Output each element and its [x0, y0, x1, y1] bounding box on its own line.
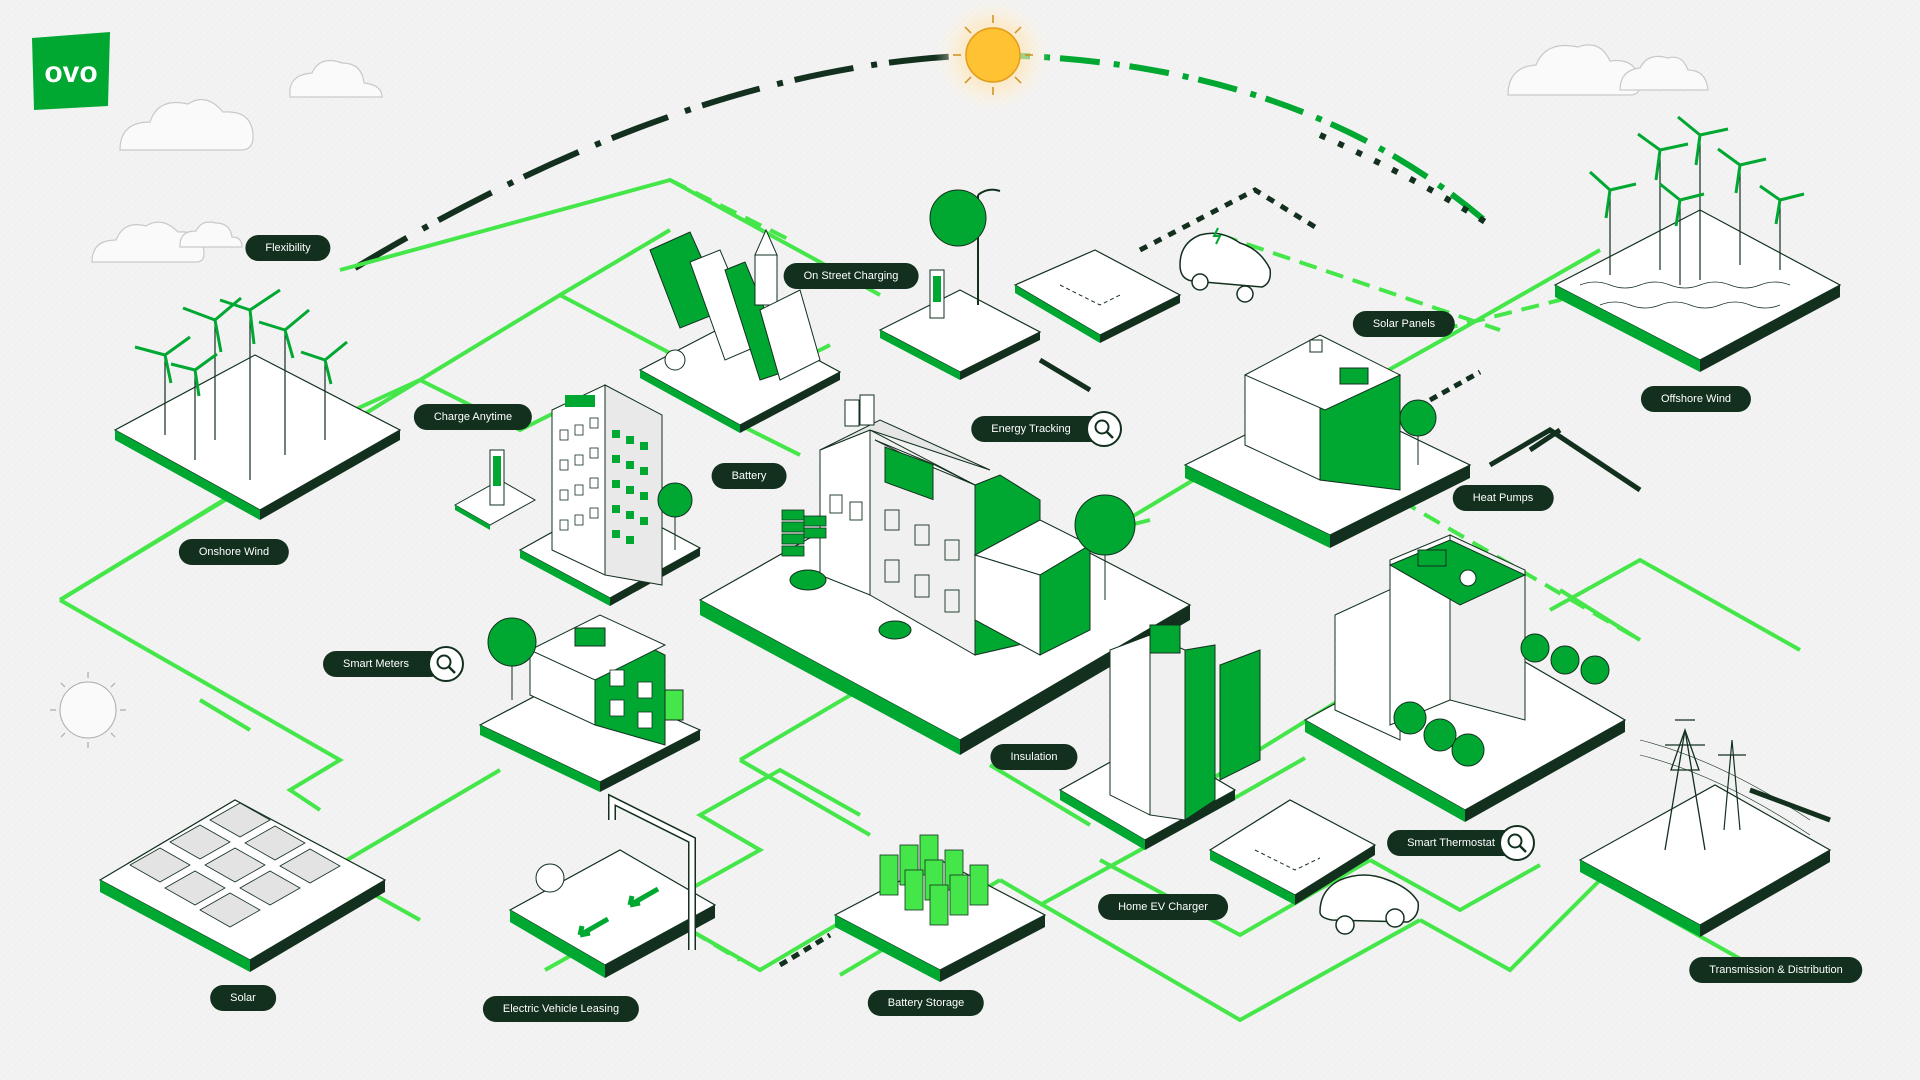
cloud-icon	[1507, 44, 1709, 96]
sun-arc	[353, 52, 1492, 271]
wind-turbine-icon	[1588, 115, 1805, 285]
label-electric-vehicle-leasing[interactable]: Electric Vehicle Leasing	[482, 996, 640, 1022]
tree-icon	[929, 189, 987, 247]
tree-icon	[1074, 494, 1136, 600]
cloud-icon	[119, 98, 254, 151]
label-onshore-wind[interactable]: Onshore Wind	[178, 539, 290, 565]
sun-icon	[935, 0, 1051, 113]
small-sun-icon	[50, 672, 126, 748]
home-ev-parking-tile	[1208, 799, 1377, 905]
svg-text:ovo: ovo	[44, 56, 97, 89]
cloud-icon	[91, 221, 243, 263]
battery-apartment-tile	[518, 384, 702, 606]
label-offshore-wind[interactable]: Offshore Wind	[1640, 386, 1752, 412]
smart-thermostat-building-tile	[1303, 534, 1627, 822]
insulation-townhouse-tile	[1058, 624, 1261, 850]
magnifier-icon[interactable]	[1499, 825, 1535, 861]
label-insulation[interactable]: Insulation	[990, 744, 1078, 770]
label-solar-panels[interactable]: Solar Panels	[1352, 311, 1456, 337]
wind-turbine-icon	[134, 288, 348, 480]
charge-anytime-charger	[453, 449, 537, 530]
battery-stack-icon	[781, 509, 827, 557]
label-on-street-charging[interactable]: On Street Charging	[783, 263, 919, 289]
parking-tile	[1013, 249, 1182, 343]
battery-storage-tile	[833, 834, 1047, 982]
transmission-tile	[1578, 719, 1832, 937]
car-icon	[1319, 874, 1420, 935]
tree-icon	[487, 617, 537, 700]
tree-icon	[1393, 633, 1610, 767]
church-tile	[638, 228, 842, 433]
energy-network-dark-lines	[778, 187, 1831, 968]
heat-pumps-shop-tile	[1183, 334, 1472, 548]
label-home-ev-charger[interactable]: Home EV Charger	[1098, 894, 1228, 920]
cloud-icon	[289, 60, 383, 98]
on-street-charging-tile	[878, 188, 1042, 380]
label-smart-meters[interactable]: Smart Meters	[322, 651, 444, 677]
smart-meters-house-tile	[478, 614, 702, 792]
offshore-wind-tile	[1553, 209, 1842, 372]
onshore-wind-tile	[113, 354, 402, 520]
ev-leasing-tile	[508, 793, 717, 978]
tree-icon	[657, 482, 693, 550]
car-icon	[1179, 227, 1272, 303]
label-battery-storage[interactable]: Battery Storage	[867, 990, 985, 1016]
label-transmission-distribution[interactable]: Transmission & Distribution	[1689, 957, 1863, 983]
solar-farm-tile	[98, 799, 387, 972]
label-solar[interactable]: Solar	[210, 985, 276, 1011]
label-charge-anytime[interactable]: Charge Anytime	[413, 404, 533, 430]
magnifier-icon[interactable]	[1086, 411, 1122, 447]
label-energy-tracking[interactable]: Energy Tracking	[971, 416, 1105, 442]
magnifier-icon[interactable]	[428, 646, 464, 682]
label-heat-pumps[interactable]: Heat Pumps	[1452, 485, 1554, 511]
ovo-logo[interactable]: ovo	[30, 32, 112, 110]
tree-icon	[1399, 399, 1437, 465]
shrub-icon	[789, 569, 912, 640]
energy-network-dashed-lines	[669, 178, 1642, 962]
label-battery[interactable]: Battery	[711, 463, 787, 489]
label-flexibility[interactable]: Flexibility	[245, 235, 331, 261]
